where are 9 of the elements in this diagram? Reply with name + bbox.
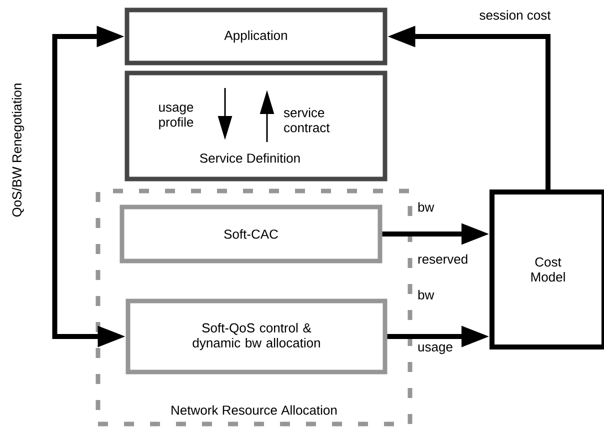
process-box: Soft-CAC bbox=[120, 204, 382, 264]
cost-box: Cost Model bbox=[490, 190, 604, 350]
service-box: usage profile service contract Service Definition bbox=[124, 70, 388, 182]
process-box: Application bbox=[124, 8, 388, 66]
edge-label: bw usage bbox=[418, 290, 452, 354]
edge-label: session cost bbox=[480, 10, 551, 20]
edge-label: bw reserved bbox=[418, 202, 468, 264]
edge-label: QoS/BW Renegotiation bbox=[12, 84, 24, 217]
process-box: Soft-QoS control & dynamic bw allocation bbox=[126, 298, 388, 374]
